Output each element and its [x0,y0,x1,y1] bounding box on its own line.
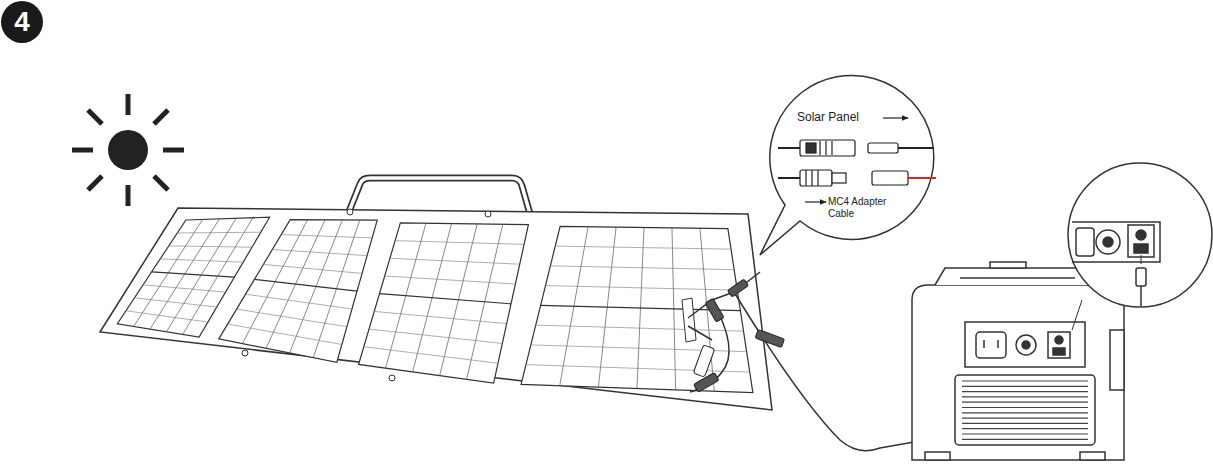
power-station [912,262,1124,460]
connector-detail [778,118,936,202]
sun-icon [72,94,184,206]
port-zoom [1068,163,1212,330]
part-label: MC4 Adapter Cable [828,196,912,220]
mc4-connectors [693,279,784,392]
panel-backing [100,208,772,410]
step-badge: 4 [1,1,43,43]
step-number: 4 [14,8,30,36]
part-label: Solar Panel [797,110,859,124]
solar-cells [117,217,752,392]
panel-handle [348,178,530,214]
callout-bubble [760,75,934,255]
